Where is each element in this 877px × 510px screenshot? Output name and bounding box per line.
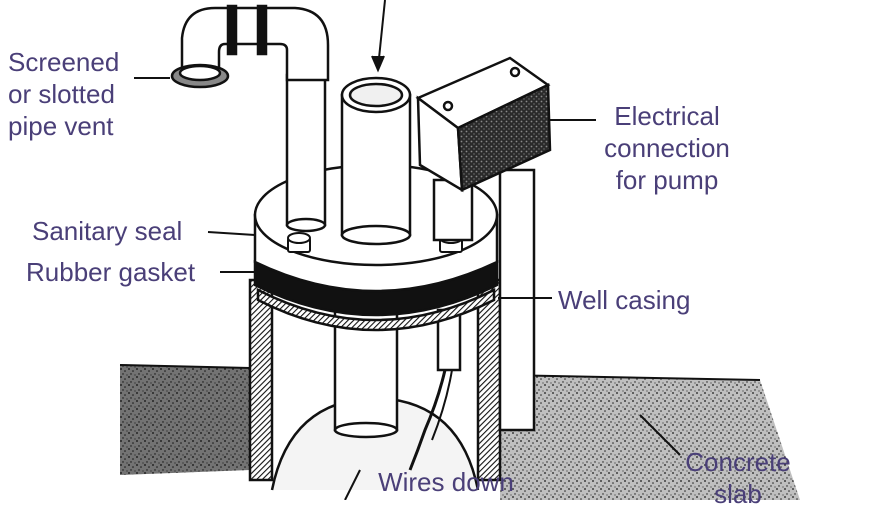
label-screened-vent-line-3: pipe vent (8, 111, 114, 141)
drop-pipe (333, 308, 462, 439)
label-electrical-line-3: for pump (615, 165, 719, 195)
label-well-casing: Well casing (558, 285, 691, 315)
label-rubber-gasket: Rubber gasket (26, 257, 196, 287)
label-wires-line-1: Wires down (378, 467, 514, 497)
label-screened-vent: Screened or slotted pipe vent (8, 46, 119, 142)
electrical-conduit (432, 168, 536, 432)
label-concrete-line-2: slab (714, 479, 762, 509)
wire-bundle (408, 369, 447, 471)
label-concrete-line-1: Concrete (685, 447, 791, 477)
ground-soil (119, 364, 800, 500)
label-wires-down: Wires down (368, 466, 524, 498)
label-screened-vent-line-1: Screened (8, 47, 120, 77)
cap-bolts (287, 232, 463, 253)
discharge-pipe (340, 76, 412, 246)
label-electrical-line-2: connection (604, 133, 730, 163)
leader-lines (134, 0, 681, 500)
electrical-box (415, 56, 552, 193)
vent-pipe (170, 4, 330, 233)
label-electrical-line-1: Electrical (614, 101, 720, 131)
wire-bundle-2 (431, 369, 453, 441)
label-screened-vent-line-2: or slotted (8, 79, 115, 109)
label-electrical-connection: Electrical connection for pump (596, 100, 738, 196)
label-sanitary-seal: Sanitary seal (32, 216, 183, 246)
label-concrete-slab: Concrete slab (672, 446, 804, 510)
